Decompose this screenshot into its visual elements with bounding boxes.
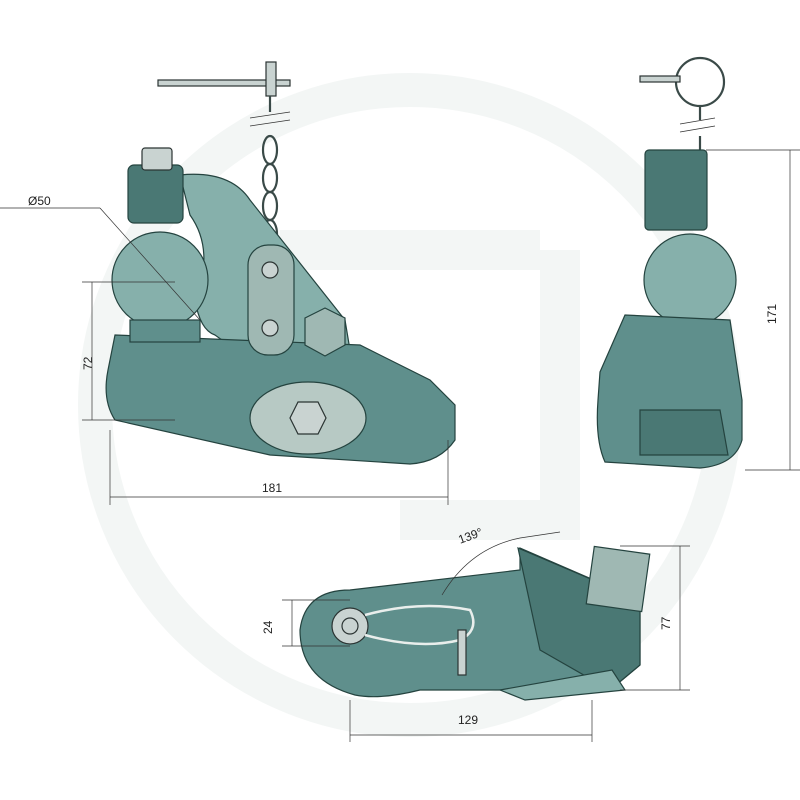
dim-height: 171	[765, 304, 779, 324]
top-view: 139° 24 77 129	[261, 525, 690, 742]
hex-nut	[304, 307, 346, 357]
side-top-clamp	[644, 149, 708, 231]
side-ring-pin	[639, 56, 726, 150]
spring-clip	[364, 604, 475, 646]
dim-129: 129	[458, 713, 478, 727]
side-view: 171	[596, 56, 800, 471]
dim-length: 181	[262, 481, 282, 495]
coupling-ball	[111, 231, 209, 329]
hex-socket	[289, 401, 327, 435]
dim-24: 24	[261, 620, 275, 634]
side-ball	[643, 233, 737, 327]
dim-77: 77	[659, 616, 673, 630]
dim-ball-diameter: Ø50	[28, 194, 51, 208]
top-shaft	[585, 545, 651, 613]
front-view: Ø50 72 181	[0, 61, 456, 505]
link-plate	[247, 244, 295, 356]
dim-ball-height: 72	[81, 356, 95, 370]
top-clamp	[127, 164, 184, 224]
